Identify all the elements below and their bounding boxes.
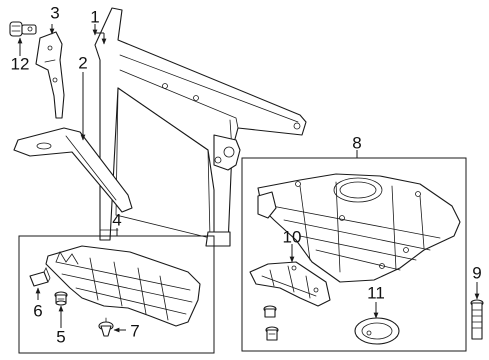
support-arm [13,127,133,213]
callout-5: 5 [56,327,66,347]
callout-1: 1 [90,7,100,27]
radiator-support [94,7,307,247]
push-pin [98,317,114,337]
callout-9: 9 [472,263,482,283]
callout-2: 2 [78,53,88,73]
air-deflector [45,245,201,327]
callout-6: 6 [33,301,43,321]
callout-10: 10 [282,227,302,247]
callout-8: 8 [352,133,362,153]
detail-box-splash-shield [241,157,467,352]
callout-11: 11 [367,283,385,303]
bolt-short [54,291,68,306]
leader-lines [17,24,480,333]
callout-12: 12 [10,54,30,74]
access-cover [354,317,400,345]
bolt-long [470,299,484,340]
callout-3: 3 [50,3,60,23]
callout-7: 7 [130,321,140,341]
bracket [35,31,65,119]
shield-bracket [249,261,331,307]
bolt-shield [263,305,279,341]
callout-4: 4 [112,210,122,230]
clip [29,267,51,287]
sensor [9,21,37,37]
splash-shield [257,173,461,283]
